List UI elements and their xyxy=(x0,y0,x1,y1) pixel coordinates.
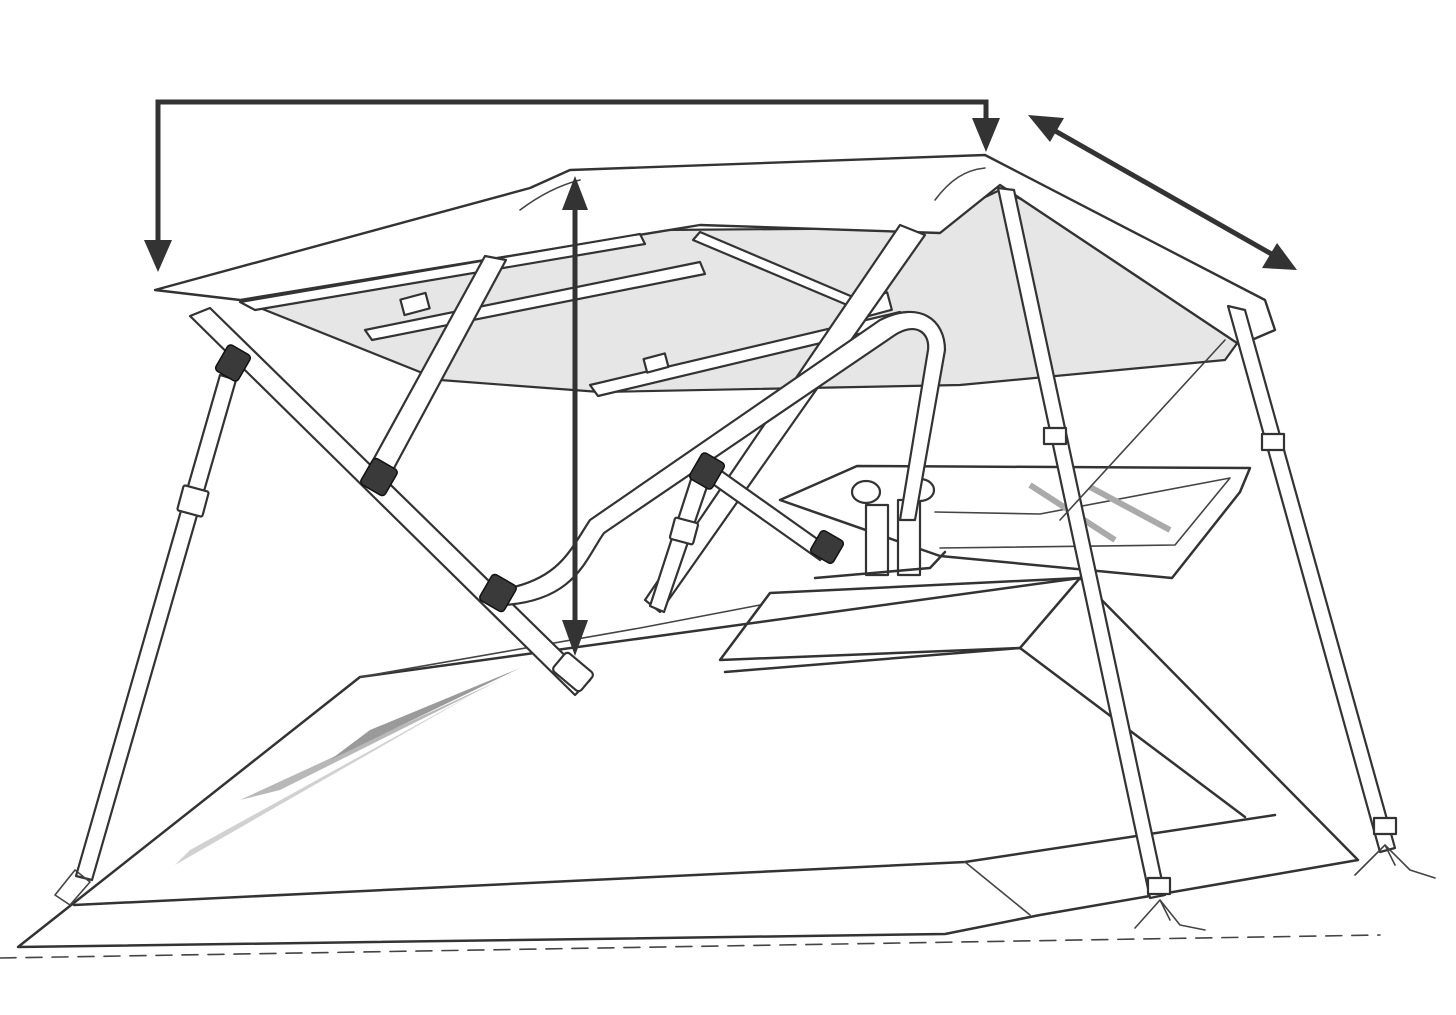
throttle-base xyxy=(813,550,947,580)
canopy-bow-front xyxy=(238,232,647,312)
width-arrow-head-top xyxy=(1028,115,1064,142)
rear-strap-outer xyxy=(1226,304,1397,854)
deck-hinge-3-icon xyxy=(1354,844,1436,879)
console-box xyxy=(718,576,1082,662)
deck-hinge-2-icon xyxy=(1134,899,1206,931)
lever-knob-left xyxy=(850,479,882,505)
fitting-4-icon xyxy=(688,452,726,490)
lever-left xyxy=(864,503,890,577)
strap-buckle-2-icon xyxy=(1260,432,1286,452)
fitting-3-icon xyxy=(479,573,517,613)
dimension-arrows xyxy=(144,99,1297,656)
fitting-1-icon xyxy=(214,344,252,382)
strap-buckle-3-icon xyxy=(1146,876,1172,896)
length-arrow-head-right xyxy=(972,118,1000,152)
console-front xyxy=(723,646,1247,819)
jaw-slide-2-icon xyxy=(668,516,700,546)
waterline xyxy=(0,934,1381,959)
fitting-5-icon xyxy=(809,529,845,565)
fitting-2-icon xyxy=(360,457,398,497)
height-arrow-head-bottom xyxy=(562,620,588,656)
throttle-levers xyxy=(813,477,947,580)
fittings xyxy=(54,344,1436,931)
deck-seam xyxy=(964,861,1031,916)
boat-hull xyxy=(0,576,1381,959)
eye-end-cap-icon xyxy=(552,651,594,693)
hull-inner-line xyxy=(359,604,761,678)
hull-streak-3 xyxy=(175,690,480,865)
length-arrow-head-left xyxy=(144,240,172,272)
width-arrow xyxy=(1048,125,1277,259)
strap-loop-1 xyxy=(399,291,431,317)
deck-hinge-icon xyxy=(54,869,91,906)
length-arrow xyxy=(155,99,989,250)
windshield-frame xyxy=(778,464,1252,580)
canopy xyxy=(153,153,1277,398)
jaw-slide-icon xyxy=(176,484,210,518)
hull-streak-2 xyxy=(240,680,500,800)
windshield-glass xyxy=(934,477,1231,549)
front-left-leg xyxy=(74,373,238,882)
strap-buckle-4-icon xyxy=(1372,816,1398,836)
strap-loop-2 xyxy=(642,352,670,374)
strap-buckle-icon xyxy=(1042,426,1068,446)
height-arrow-head-top xyxy=(562,176,588,210)
aft-brace xyxy=(1059,339,1226,521)
windshield xyxy=(778,464,1252,580)
rear-bow xyxy=(643,223,927,614)
width-arrow-head-bottom xyxy=(1262,243,1297,270)
hull-sheer-line xyxy=(72,813,1277,907)
canopy-seam-2 xyxy=(934,167,986,201)
